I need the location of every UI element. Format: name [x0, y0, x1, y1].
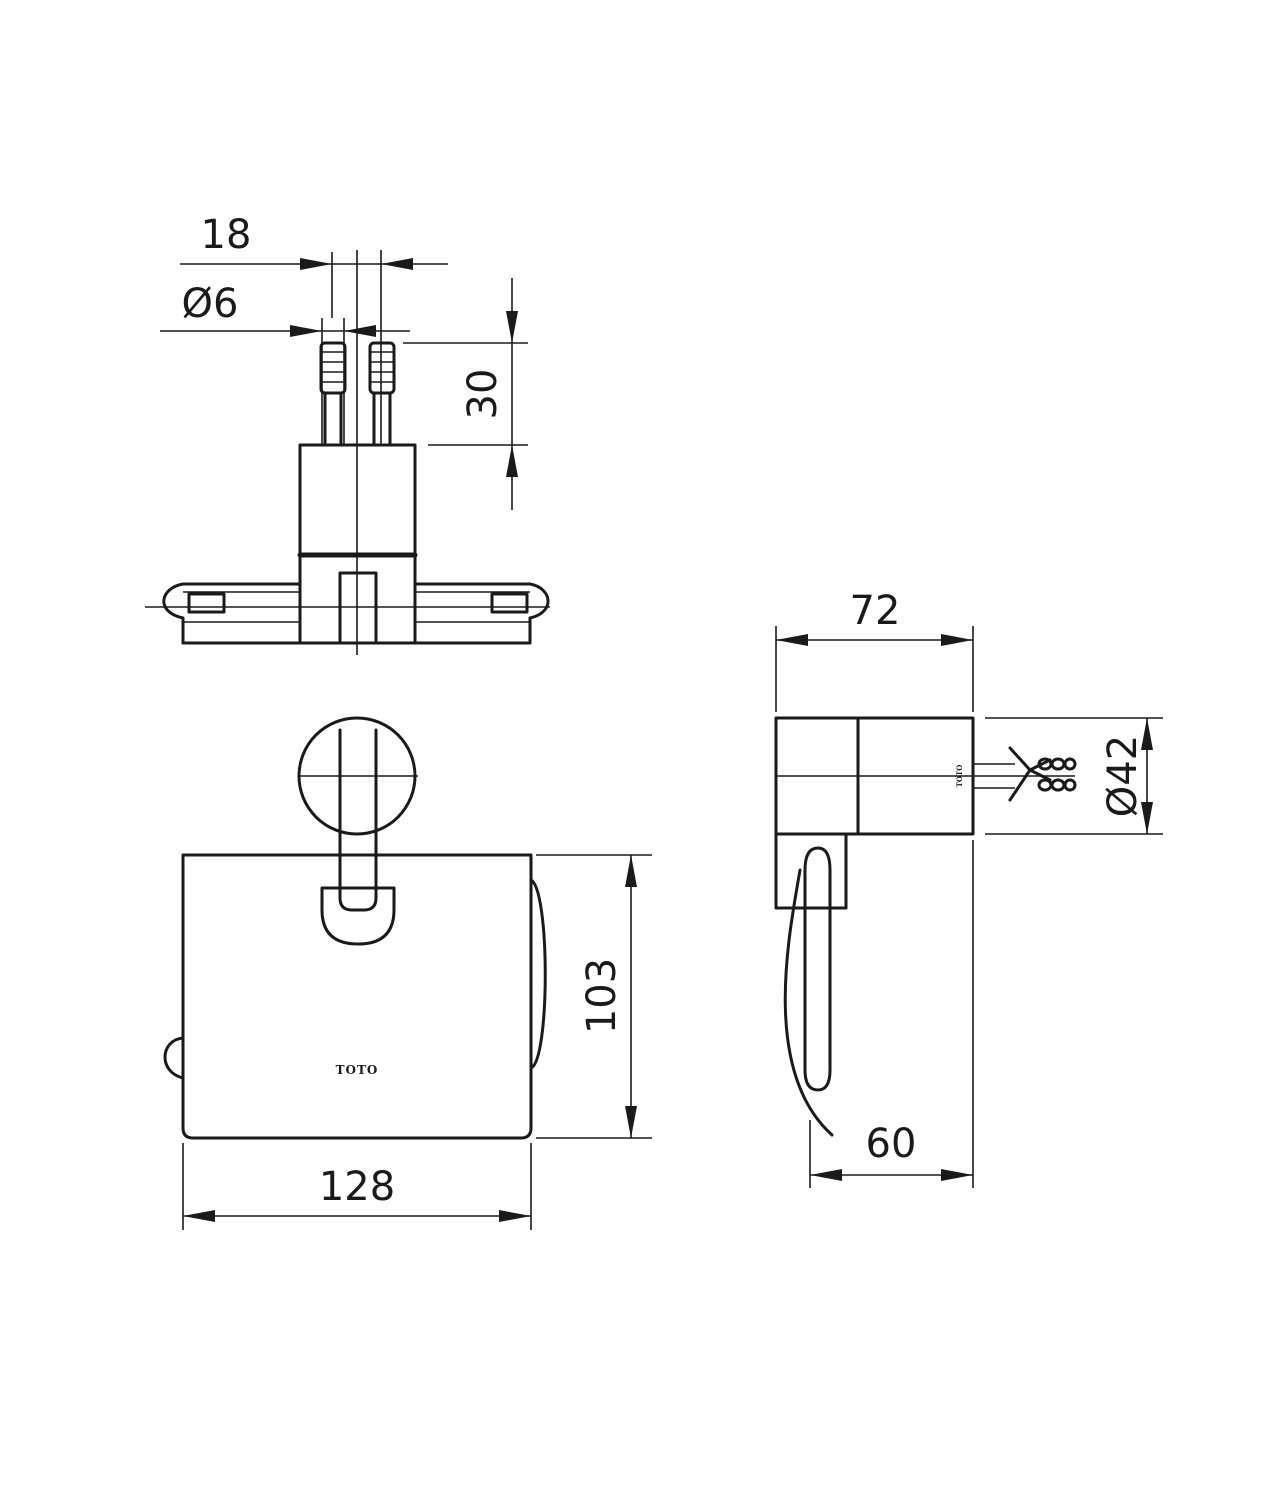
dimension-label-72: 72 — [850, 588, 901, 634]
side-screws — [973, 746, 1077, 802]
dimension-top-spacing: 18 — [180, 212, 448, 318]
dimension-label-d42: Ø42 — [1100, 735, 1146, 817]
dimension-side-diameter: Ø42 — [985, 717, 1163, 835]
top-view: 18 Ø6 30 — [145, 212, 550, 655]
side-arm — [803, 846, 832, 1092]
dimension-label-d6: Ø6 — [182, 281, 239, 327]
dimension-top-diameter: Ø6 — [160, 281, 410, 337]
side-view: TOTO 72 — [774, 588, 1163, 1188]
paper-cover — [181, 853, 533, 1140]
dimension-side-depth: 72 — [775, 588, 974, 712]
dimension-label-60: 60 — [866, 1121, 917, 1167]
dimension-label-128: 128 — [319, 1164, 395, 1210]
dimension-label-30: 30 — [460, 369, 506, 420]
dimension-label-18: 18 — [201, 212, 252, 258]
dimension-side-projection: 60 — [809, 840, 974, 1188]
cover-plate-top — [145, 582, 550, 645]
dimension-front-height: 103 — [536, 854, 652, 1139]
dimension-label-103: 103 — [579, 958, 625, 1034]
holder-arm — [338, 728, 378, 912]
dimension-front-width: 128 — [182, 1143, 532, 1230]
anchor-screw-left — [319, 318, 347, 447]
anchor-screw-right — [368, 250, 396, 447]
dimension-top-depth: 30 — [403, 278, 528, 510]
brand-logo-front: TOTO — [336, 1063, 379, 1077]
front-view: TOTO 103 128 — [163, 716, 652, 1230]
brand-logo-side: TOTO — [955, 765, 964, 788]
